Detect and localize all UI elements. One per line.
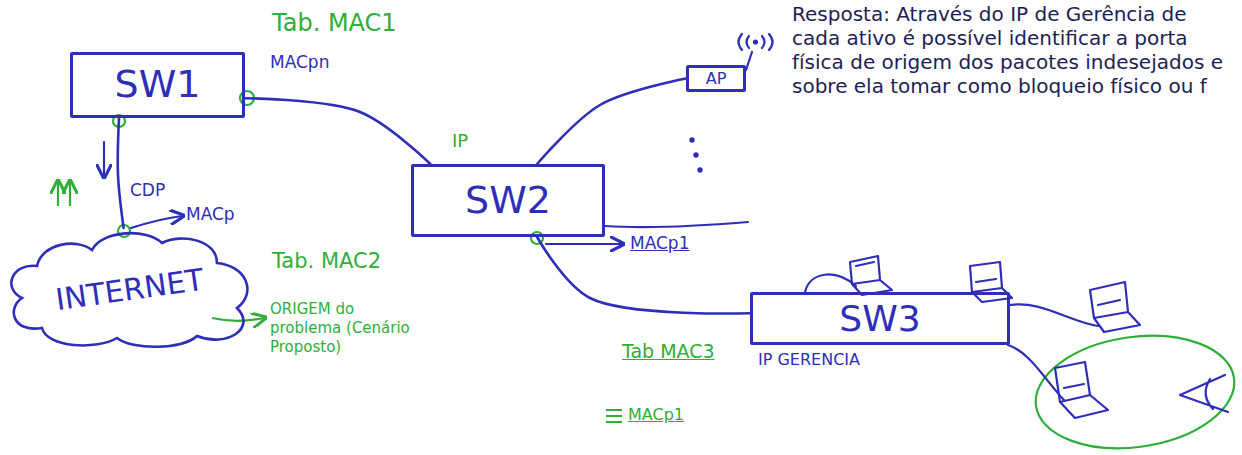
internet-cloud: INTERNET — [2, 228, 258, 350]
ellipsis-dot — [698, 168, 701, 171]
switch-box: SW3 — [750, 292, 1010, 345]
laptop-icon — [970, 262, 1012, 302]
wireless-symbol — [739, 34, 773, 50]
node-label: SW1 — [115, 64, 201, 106]
cable-connector — [118, 118, 124, 228]
cable-line — [605, 222, 748, 227]
up-arrow — [69, 182, 71, 206]
annotation: MACp1 — [628, 405, 684, 425]
list-marks — [606, 410, 622, 422]
annotation: CDP — [130, 180, 165, 201]
annotation: IP — [452, 130, 468, 153]
annotation: ORIGEM do problema (Cenário Proposto) — [270, 300, 430, 356]
node-label: SW3 — [839, 299, 920, 339]
ellipsis-dot — [694, 153, 697, 156]
node-label: AP — [706, 70, 727, 88]
cable-line — [805, 275, 856, 292]
pointer-arrow — [131, 216, 182, 228]
annotation: MACp — [186, 204, 235, 225]
node-label: INTERNET — [54, 262, 206, 315]
laptop-icon — [1090, 282, 1140, 332]
up-arrow — [57, 182, 59, 206]
pointer-arrow — [546, 243, 622, 245]
annotation: Tab. MAC2 — [272, 248, 381, 274]
laptop-icon — [850, 256, 892, 295]
annotation: MACpn — [270, 52, 329, 73]
eye-symbol — [1180, 375, 1228, 412]
ellipsis-dot — [690, 138, 693, 141]
cable-connector — [245, 98, 430, 164]
access-point-box: AP — [686, 65, 746, 92]
cdp-arrow — [103, 142, 105, 176]
annotation: Resposta: Através do IP de Gerência de c… — [792, 2, 1237, 98]
switch-box: SW2 — [411, 164, 605, 237]
switch-box: SW1 — [70, 52, 245, 118]
highlight-ring — [1028, 324, 1241, 455]
cloud-outline — [11, 233, 247, 347]
pointer-arrow — [212, 318, 264, 321]
annotation: MACp1 — [630, 233, 689, 254]
node-label: SW2 — [465, 180, 551, 222]
annotation: Tab MAC3 — [622, 340, 715, 364]
cable-line — [1010, 304, 1098, 326]
wireless-symbol — [754, 41, 757, 44]
antenna-line — [746, 52, 752, 70]
cable-connector — [537, 79, 686, 165]
annotation: IP GERENCIA — [758, 350, 860, 370]
annotation: Tab. MAC1 — [272, 8, 397, 38]
laptop-icon — [1055, 362, 1108, 418]
